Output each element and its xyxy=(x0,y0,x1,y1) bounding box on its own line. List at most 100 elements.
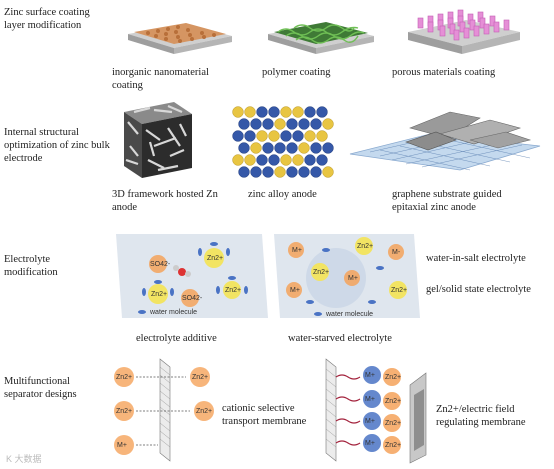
alloy-atom xyxy=(238,166,250,178)
alloy-atom xyxy=(280,154,292,166)
alloy-atom xyxy=(298,118,310,130)
bulk-electrode-illustrations xyxy=(124,102,541,178)
coating-illustrations xyxy=(128,9,520,54)
alloy-atom xyxy=(244,130,256,142)
zn-ion-additive-3: Zn2+ xyxy=(225,287,241,294)
alloy-atom xyxy=(268,130,280,142)
alloy-atom xyxy=(316,154,328,166)
zinc-alloy-lattice xyxy=(232,106,334,178)
zn-ion-sep-2: Zn2+ xyxy=(116,408,132,415)
alloy-atom xyxy=(292,106,304,118)
alloy-atom xyxy=(250,166,262,178)
label-water-in-salt: water-in-salt electrolyte xyxy=(426,253,526,264)
label-gel-solid: gel/solid state electrolyte xyxy=(426,284,531,295)
alloy-atom xyxy=(262,142,274,154)
m-ion-field-3: M+ xyxy=(365,418,375,425)
section-title-electrolyte: Electrolyte modification xyxy=(4,254,58,278)
alloy-atom xyxy=(232,130,244,142)
label-electrolyte-additive: electrolyte additive xyxy=(136,333,217,344)
alloy-atom xyxy=(310,142,322,154)
polymer-coating-plate xyxy=(268,22,374,54)
zn-ion-sep-3: Zn2+ xyxy=(192,374,208,381)
m-ion-field-2: M+ xyxy=(365,396,375,403)
zn-ion-ws-2: Zn2+ xyxy=(313,269,329,276)
alloy-atom xyxy=(232,154,244,166)
section-title-separator: Multifunctional separator designs xyxy=(4,376,77,400)
alloy-atom xyxy=(322,118,334,130)
zn-ion-additive-2: Zn2+ xyxy=(151,291,167,298)
m-ion-field-4: M+ xyxy=(365,440,375,447)
inorganic-coating-plate xyxy=(128,23,232,54)
alloy-atom xyxy=(268,154,280,166)
label-3d-framework: 3D framework hosted Zn anode xyxy=(112,189,218,213)
label-cationic-membrane: cationic selective transport membrane xyxy=(222,403,307,427)
alloy-atom xyxy=(244,154,256,166)
alloy-atom xyxy=(274,166,286,178)
alloy-atom xyxy=(256,154,268,166)
alloy-atom xyxy=(244,106,256,118)
watermark: K 大数据 xyxy=(6,454,42,464)
3d-framework-cube xyxy=(124,102,192,178)
alloy-atom xyxy=(262,166,274,178)
m-ion-1: M+ xyxy=(292,247,302,254)
label-porous-coating: porous materials coating xyxy=(392,67,496,78)
section-title-surface-coating: Zinc surface coating layer modification xyxy=(4,7,90,31)
alloy-atom xyxy=(316,130,328,142)
alloy-atom xyxy=(286,166,298,178)
alloy-atom xyxy=(298,166,310,178)
alloy-atom xyxy=(292,130,304,142)
so4-ion-1: SO42- xyxy=(150,261,171,268)
label-field-regulating-membrane: Zn2+/electric field regulating membrane xyxy=(436,404,526,428)
alloy-atom xyxy=(286,142,298,154)
zn-ion-field-3: Zn2+ xyxy=(385,420,401,427)
zn-ion-sep-4: Zn2+ xyxy=(196,408,212,415)
section-title-bulk-electrode: Internal structural optimization of zinc… xyxy=(4,127,110,164)
label-polymer-coating: polymer coating xyxy=(262,67,331,78)
zn-ion-field-1: Zn2+ xyxy=(385,374,401,381)
alloy-atom xyxy=(268,106,280,118)
electrolyte-additive-panel: SO42- Zn2+ Zn2+ SO42- Zn2+ water molecul… xyxy=(116,234,268,318)
alloy-atom xyxy=(274,118,286,130)
label-inorganic-coating: inorganic nanomaterial coating xyxy=(112,67,209,91)
zn-ion-additive-1: Zn2+ xyxy=(207,255,223,262)
alloy-atom xyxy=(250,142,262,154)
m-ion-3: M+ xyxy=(348,275,358,282)
zn-ion-sep-1: Zn2+ xyxy=(116,374,132,381)
alloy-atom xyxy=(304,130,316,142)
alloy-atom xyxy=(262,118,274,130)
alloy-atom xyxy=(310,166,322,178)
alloy-atom xyxy=(250,118,262,130)
so4-ion-2: SO42- xyxy=(182,295,203,302)
alloy-atom xyxy=(232,106,244,118)
alloy-atom xyxy=(310,118,322,130)
alloy-atom xyxy=(256,130,268,142)
porous-coating-plate xyxy=(408,9,520,54)
m-ion-2: M- xyxy=(392,249,401,256)
m-ion-field-1: M+ xyxy=(365,372,375,379)
alloy-atom xyxy=(298,142,310,154)
cationic-membrane: Zn2+ Zn2+ M+ Zn2+ Zn2+ xyxy=(114,358,214,462)
water-starved-panel: M+ Zn2+ M- Zn2+ M+ M+ Zn2+ water molecul… xyxy=(274,234,420,318)
alloy-atom xyxy=(274,142,286,154)
electrolyte-illustrations: SO42- Zn2+ Zn2+ SO42- Zn2+ water molecul… xyxy=(116,234,420,318)
alloy-atom xyxy=(304,106,316,118)
alloy-atom xyxy=(322,142,334,154)
field-regulating-membrane: M+ M+ M+ M+ Zn2+ Zn2+ Zn2+ Zn2+ xyxy=(325,358,427,464)
graphene-substrate xyxy=(349,111,541,171)
m-ion-sep: M+ xyxy=(117,442,127,449)
m-ion-4: M+ xyxy=(290,287,300,294)
alloy-atom xyxy=(322,166,334,178)
water-molecule-legend-2: water molecule xyxy=(325,311,373,318)
label-water-starved: water-starved electrolyte xyxy=(288,333,392,344)
alloy-atom xyxy=(280,130,292,142)
alloy-atom xyxy=(280,106,292,118)
zn-ion-ws-1: Zn2+ xyxy=(357,243,373,250)
label-zinc-alloy: zinc alloy anode xyxy=(248,189,317,200)
alloy-atom xyxy=(238,118,250,130)
alloy-atom xyxy=(304,154,316,166)
label-graphene-guided: graphene substrate guided epitaxial zinc… xyxy=(392,189,502,213)
alloy-atom xyxy=(256,106,268,118)
zn-ion-ws-3: Zn2+ xyxy=(391,287,407,294)
alloy-atom xyxy=(286,118,298,130)
alloy-atom xyxy=(316,106,328,118)
